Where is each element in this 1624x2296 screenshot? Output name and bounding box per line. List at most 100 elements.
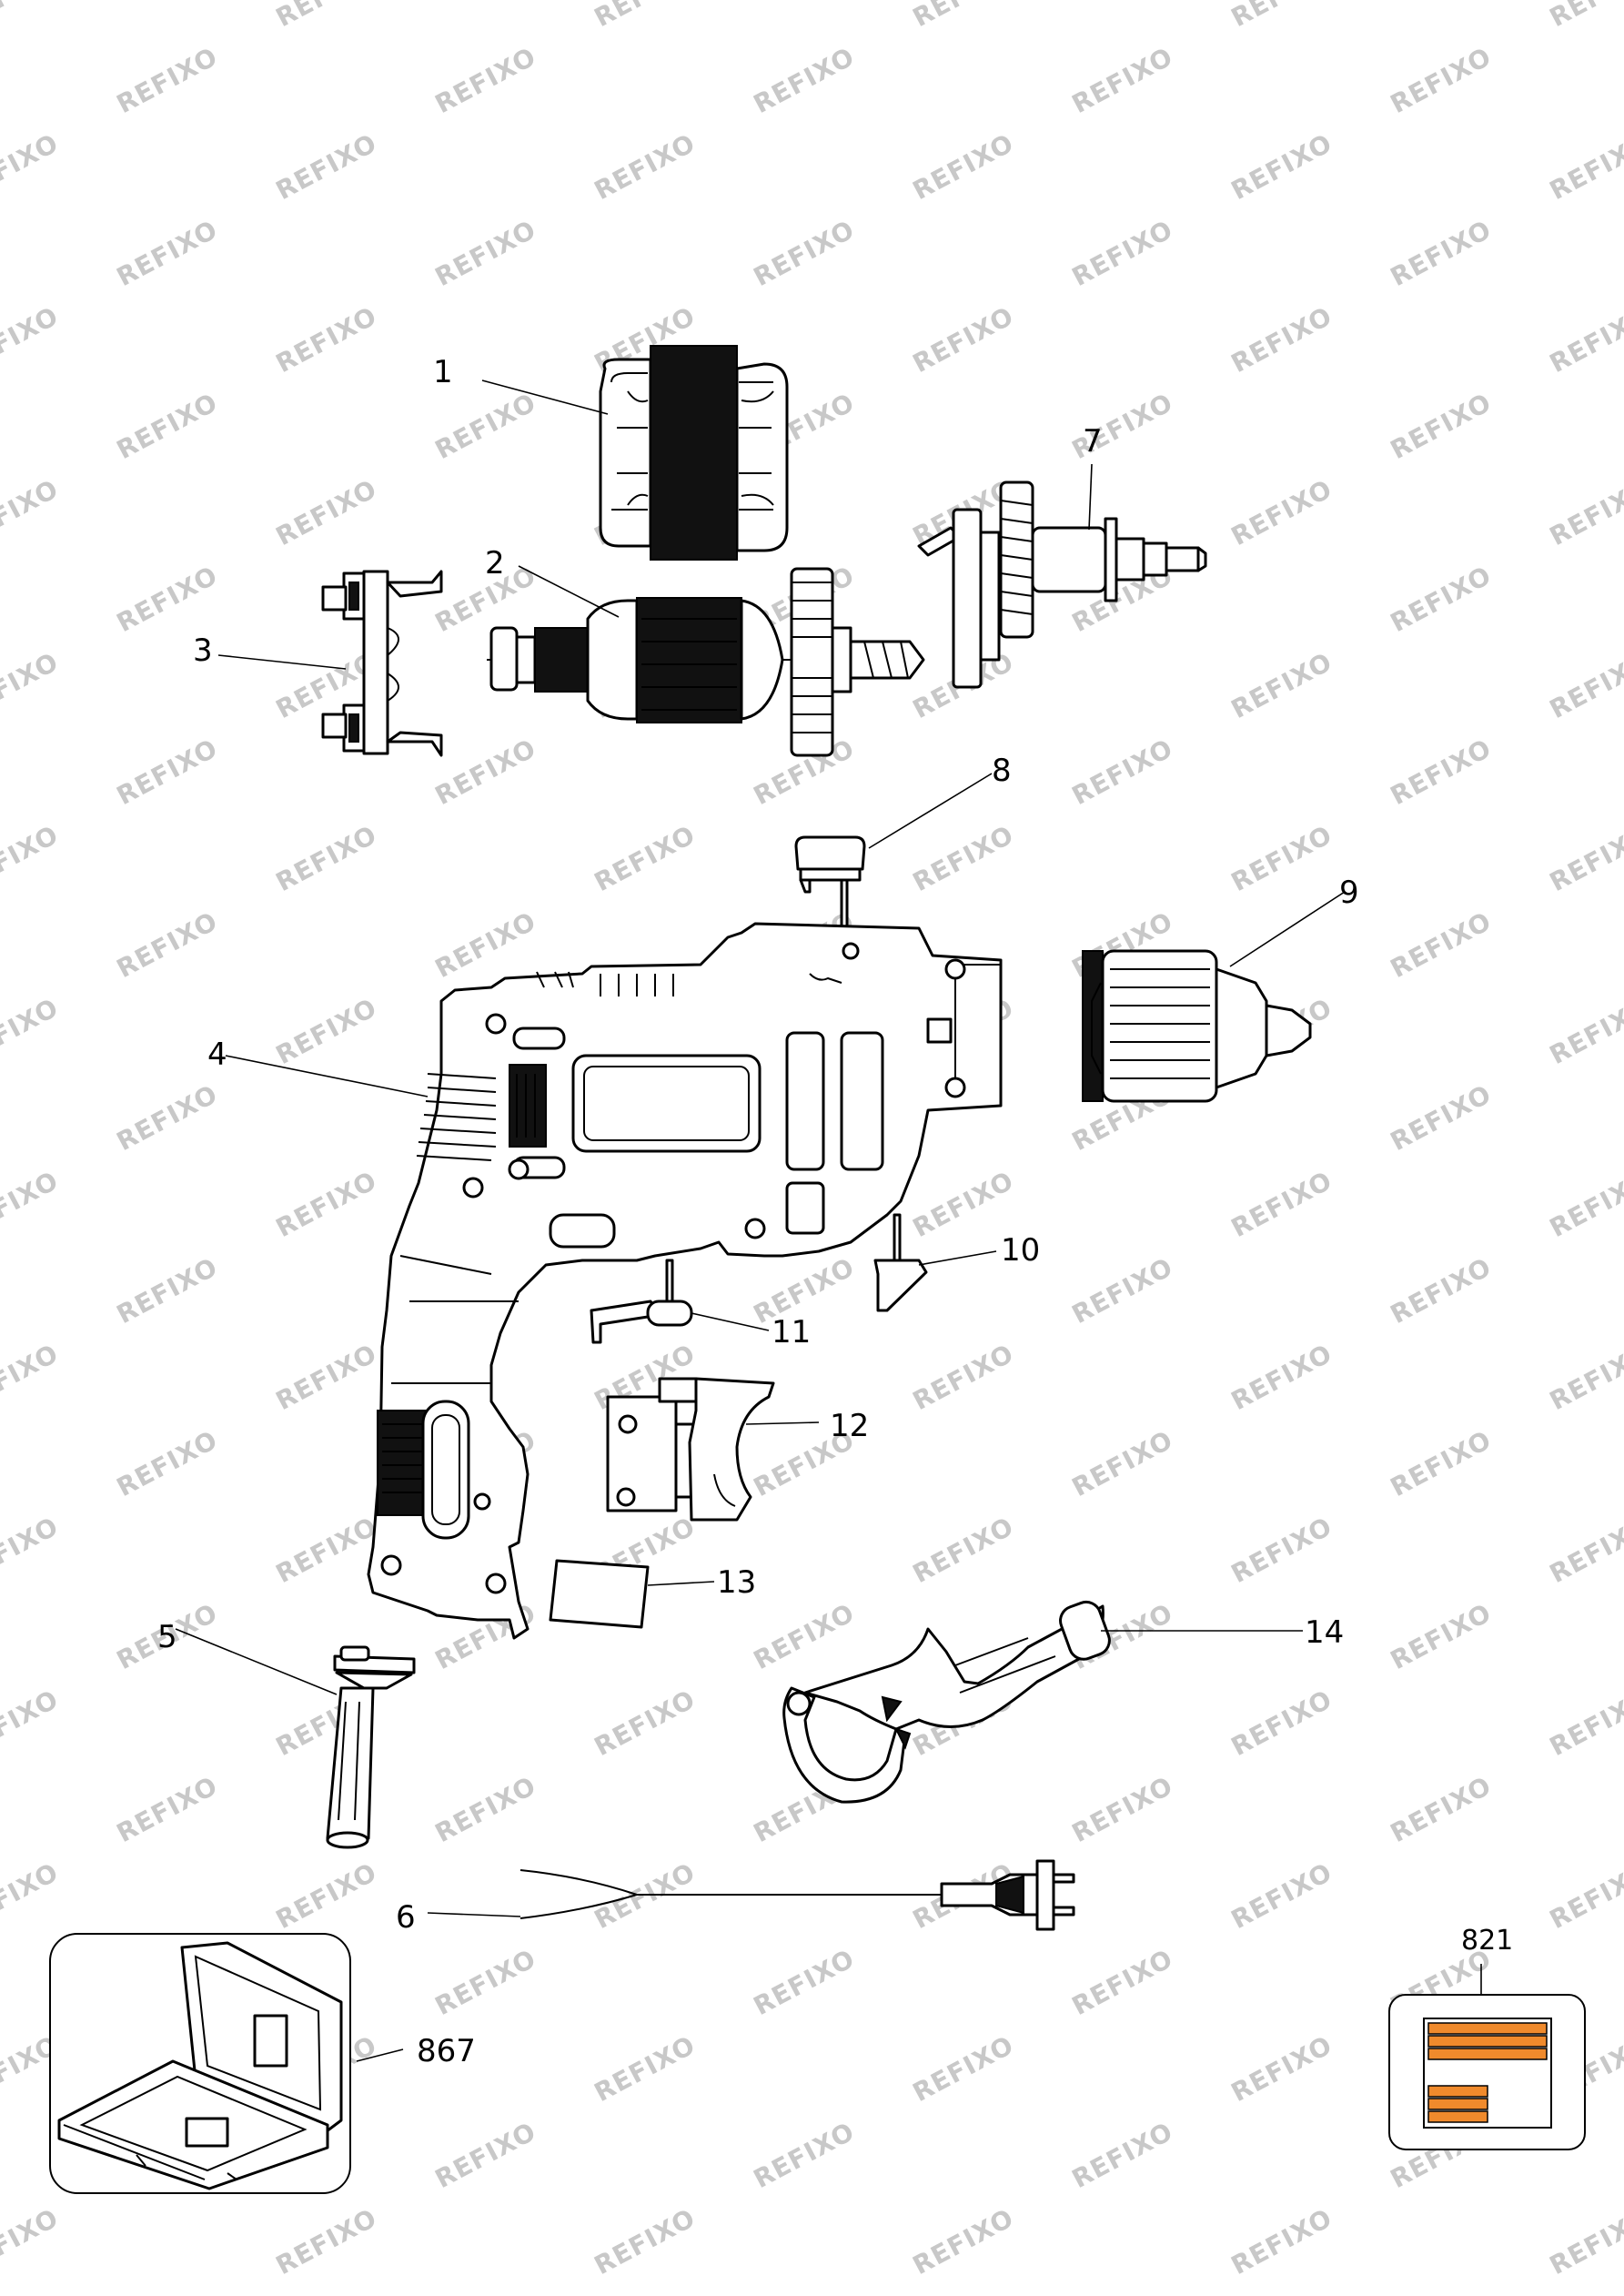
watermark-text: REFIXO (1226, 819, 1337, 897)
power-cord-icon (519, 1859, 1075, 1931)
callout-14: 14 (1305, 1614, 1344, 1651)
watermark-text: REFIXO (112, 1770, 223, 1848)
watermark-text: REFIXO (1545, 1856, 1624, 1935)
watermark-text: REFIXO (908, 300, 1019, 379)
callout-10: 10 (1001, 1232, 1040, 1269)
watermark-text: REFIXO (112, 905, 223, 984)
leader-867 (356, 2048, 404, 2062)
watermark-text: REFIXO (749, 2116, 860, 2194)
lever-icon (873, 1213, 928, 1312)
watermark-text: REFIXO (112, 1424, 223, 1502)
leader-2 (518, 565, 620, 618)
watermark-text: REFIXO (1067, 1424, 1178, 1502)
watermark-text: REFIXO (908, 1338, 1019, 1416)
watermark-text: REFIXO (590, 1684, 701, 1762)
watermark-text: REFIXO (1386, 1424, 1497, 1502)
watermark-text: REFIXO (271, 1511, 382, 1589)
watermark-text: REFIXO (1545, 1165, 1624, 1243)
watermark-text: REFIXO (0, 1511, 64, 1589)
watermark-text: REFIXO (271, 2202, 382, 2281)
selector-knob-icon (794, 835, 866, 950)
watermark-text: REFIXO (112, 560, 223, 638)
watermark-text: REFIXO (1226, 1511, 1337, 1589)
watermark-text: REFIXO (590, 0, 701, 33)
watermark-text: REFIXO (271, 1165, 382, 1243)
watermark-text: REFIXO (0, 1338, 64, 1416)
watermark-text: REFIXO (430, 733, 541, 811)
watermark-text: REFIXO (1545, 819, 1624, 897)
watermark-text: REFIXO (0, 1856, 64, 1935)
watermark-text: REFIXO (1226, 300, 1337, 379)
watermark-text: REFIXO (0, 1684, 64, 1762)
watermark-text: REFIXO (1386, 733, 1497, 811)
watermark-text: REFIXO (1067, 214, 1178, 292)
watermark-text: REFIXO (271, 473, 382, 551)
armature-icon (487, 567, 925, 757)
watermark-text: REFIXO (1386, 387, 1497, 465)
watermark-text: REFIXO (430, 2289, 541, 2296)
callout-7: 7 (1083, 423, 1103, 460)
watermark-text: REFIXO (1226, 2202, 1337, 2281)
leader-7 (1088, 463, 1093, 531)
watermark-text: REFIXO (749, 41, 860, 119)
keyless-chuck-icon (1082, 949, 1312, 1103)
callout-1: 1 (433, 354, 453, 390)
watermark-text: REFIXO (1545, 127, 1624, 206)
watermark-text: REFIXO (112, 2289, 223, 2296)
leader-6 (427, 1912, 521, 1917)
watermark-text: REFIXO (590, 2029, 701, 2108)
leader-8 (868, 773, 993, 849)
callout-4: 4 (207, 1037, 227, 1073)
watermark-text: REFIXO (908, 819, 1019, 897)
leader-13 (647, 1581, 715, 1586)
watermark-text: REFIXO (0, 1165, 64, 1243)
watermark-text: REFIXO (1545, 646, 1624, 724)
watermark-text: REFIXO (271, 0, 382, 33)
watermark-text: REFIXO (430, 905, 541, 984)
watermark-text: REFIXO (1067, 2116, 1178, 2194)
watermark-text: REFIXO (112, 387, 223, 465)
callout-8: 8 (992, 753, 1012, 789)
watermark-text: REFIXO (112, 1078, 223, 1157)
watermark-text: REFIXO (1386, 1078, 1497, 1157)
leader-4 (225, 1055, 429, 1097)
callout-13: 13 (717, 1564, 756, 1601)
watermark-text: REFIXO (271, 127, 382, 206)
leader-5 (175, 1628, 338, 1695)
watermark-text: REFIXO (1226, 0, 1337, 33)
watermark-text: REFIXO (1386, 560, 1497, 638)
watermark-text: REFIXO (430, 1770, 541, 1848)
watermark-text: REFIXO (1226, 473, 1337, 551)
watermark-text: REFIXO (1545, 2202, 1624, 2281)
watermark-text: REFIXO (0, 473, 64, 551)
watermark-text: REFIXO (749, 2289, 860, 2296)
leader-9 (1229, 891, 1346, 967)
watermark-text: REFIXO (271, 1338, 382, 1416)
callout-867: 867 (417, 2033, 476, 2069)
watermark-text: REFIXO (271, 300, 382, 379)
watermark-text: REFIXO (0, 992, 64, 1070)
watermark-text: REFIXO (0, 127, 64, 206)
watermark-text: REFIXO (908, 1511, 1019, 1589)
watermark-text: REFIXO (908, 2202, 1019, 2281)
watermark-text: REFIXO (1226, 127, 1337, 206)
watermark-text: REFIXO (430, 1943, 541, 2021)
watermark-text: REFIXO (1226, 1856, 1337, 1935)
watermark-text: REFIXO (0, 819, 64, 897)
watermark-text: REFIXO (271, 1856, 382, 1935)
watermark-text: REFIXO (430, 387, 541, 465)
watermark-text: REFIXO (1067, 1943, 1178, 2021)
stator-icon (599, 345, 789, 561)
label-set-icon (1388, 1994, 1586, 2150)
watermark-text: REFIXO (1067, 1770, 1178, 1848)
nameplate-icon (549, 1559, 650, 1629)
callout-3: 3 (193, 632, 213, 669)
carry-case-icon (49, 1933, 351, 2194)
watermark-text: REFIXO (1545, 300, 1624, 379)
watermark-text: REFIXO (1386, 2289, 1497, 2296)
housing-icon (367, 922, 1003, 1640)
watermark-text: REFIXO (1386, 41, 1497, 119)
callout-821: 821 (1461, 1925, 1513, 1957)
